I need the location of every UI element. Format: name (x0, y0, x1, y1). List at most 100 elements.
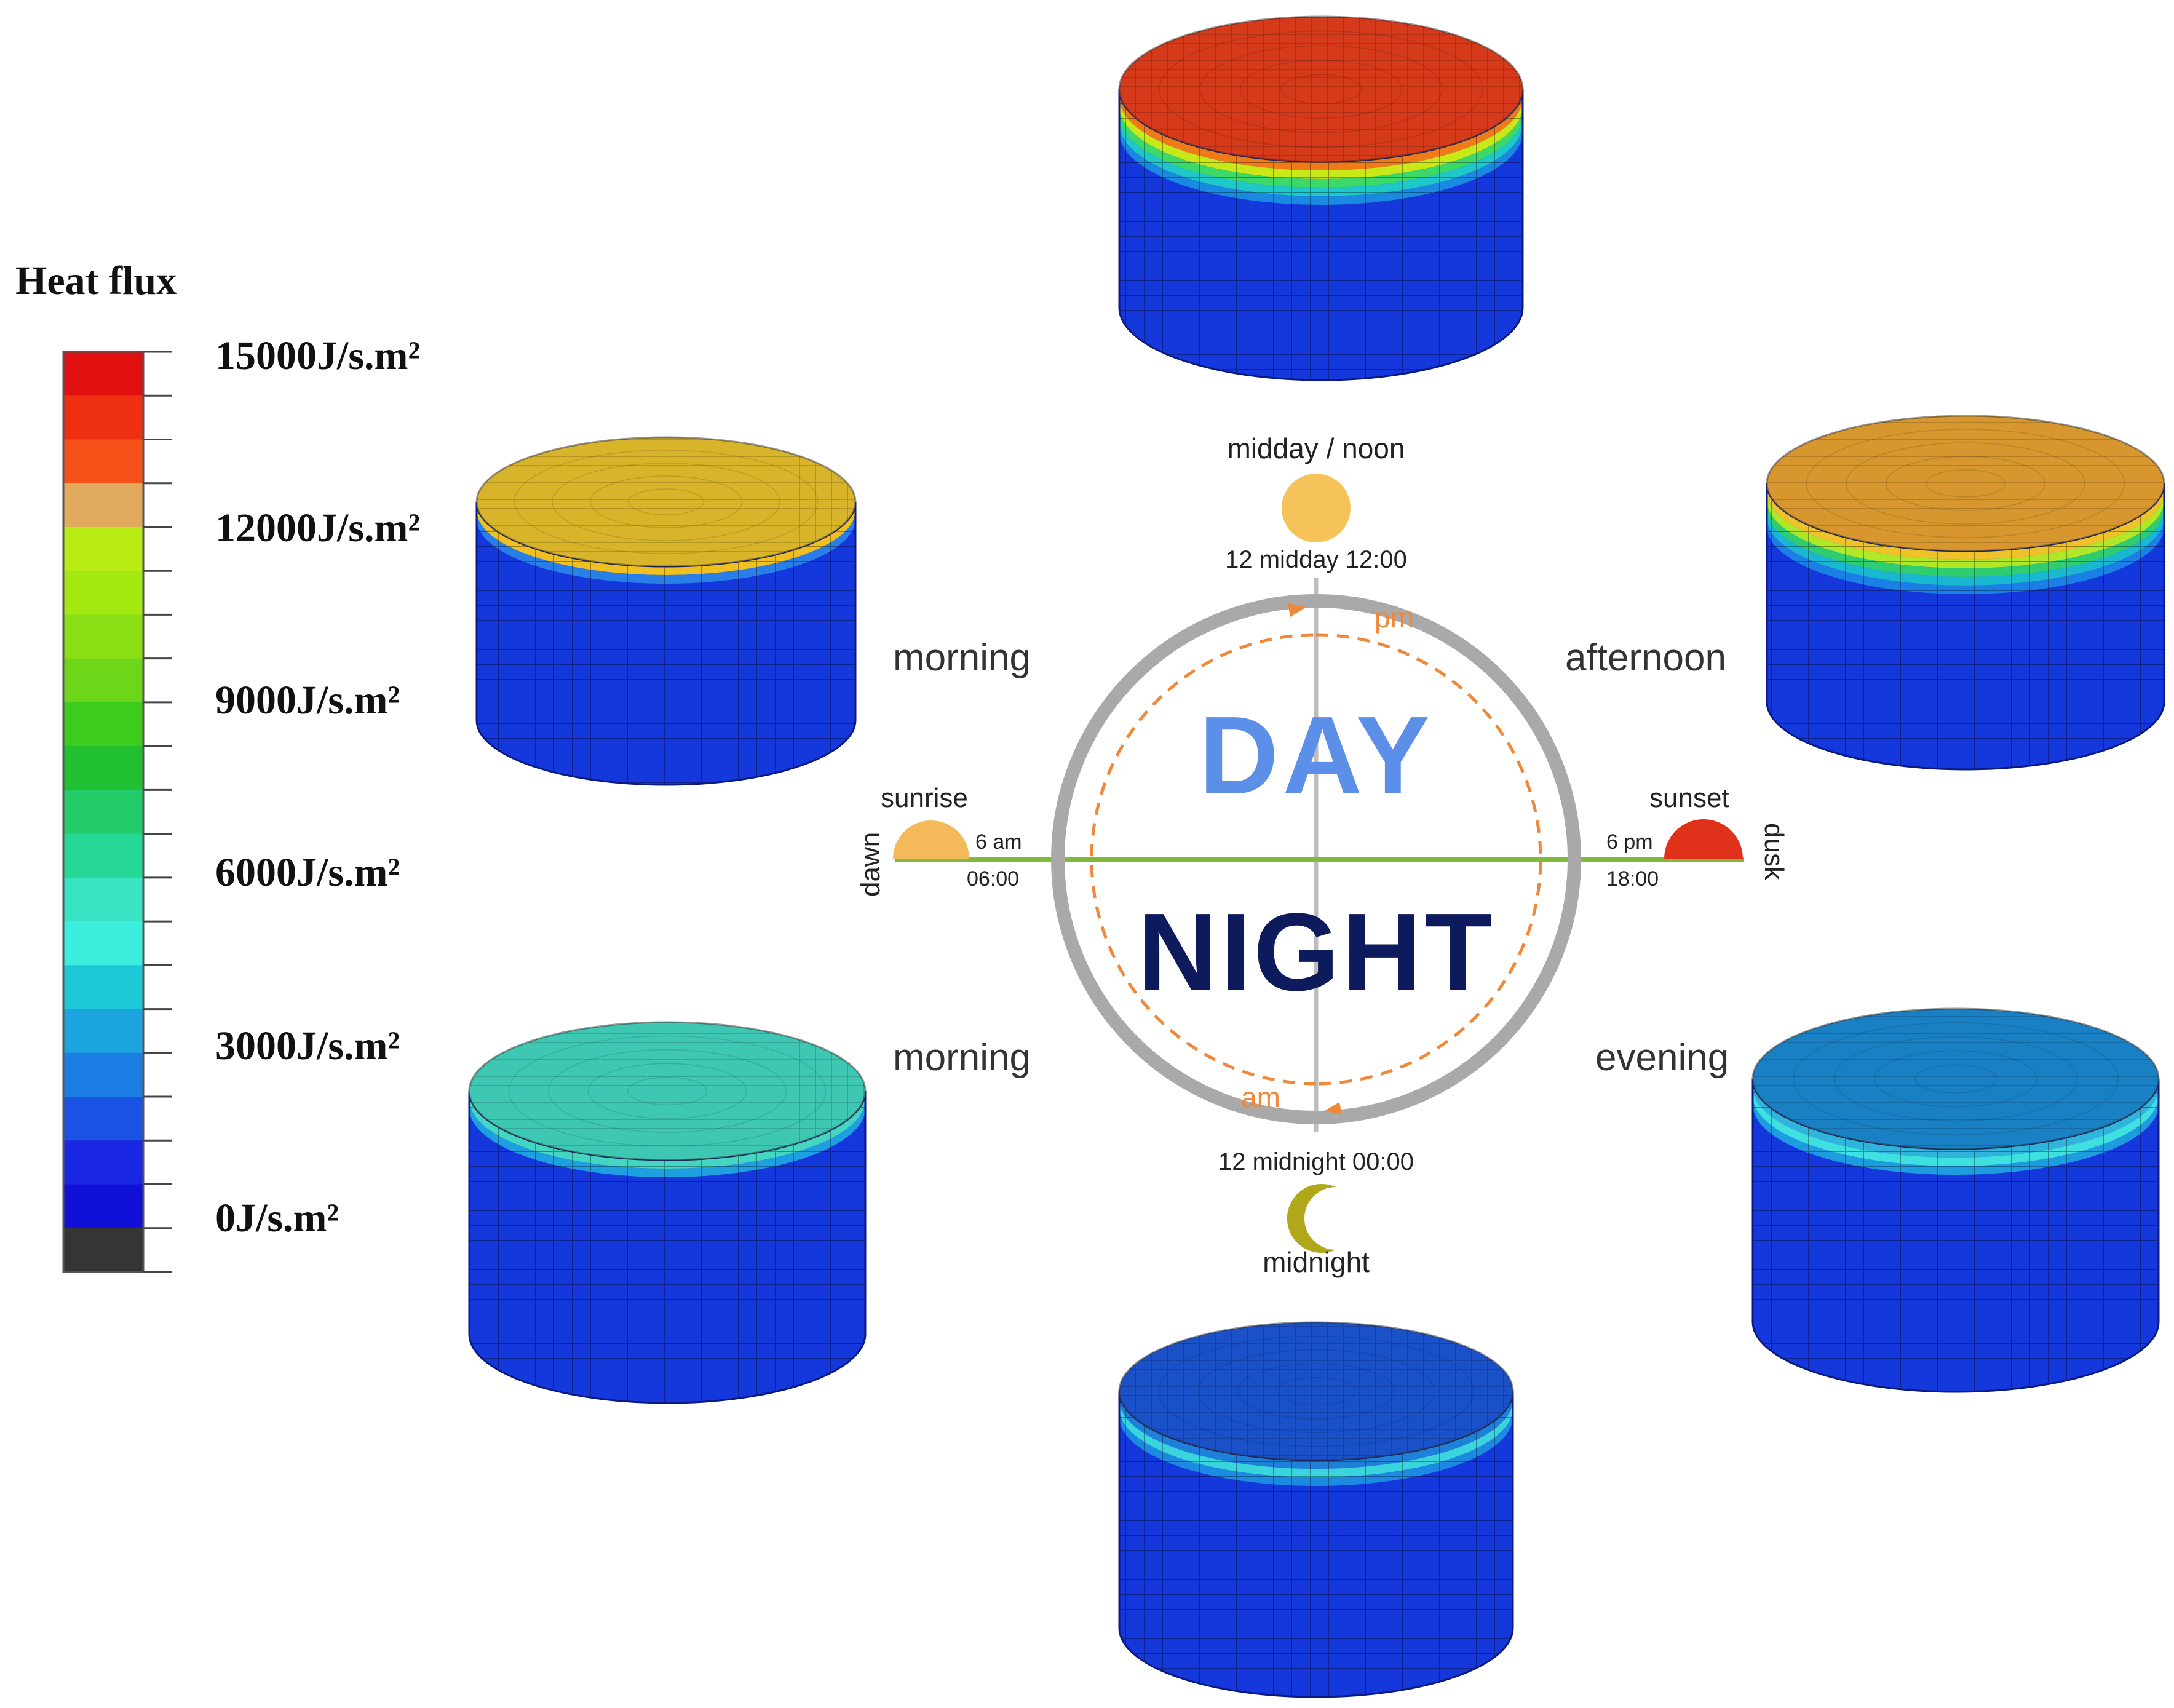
legend-swatch (63, 1228, 143, 1273)
cylinder-top-ring (1276, 1376, 1356, 1406)
cylinder-top-ring (514, 450, 819, 554)
cylinder-top-ring (1197, 1349, 1435, 1433)
midday-time-label: 12 midday 12:00 (1225, 546, 1407, 573)
cylinder-top-ring (590, 475, 742, 528)
cylinder-top-ring (508, 1035, 827, 1147)
legend-label-12000: 12000J/s.m² (215, 506, 420, 550)
day-night-clock: DAY NIGHT pm am midday / noon 12 midday … (855, 432, 1789, 1278)
cylinder-midnight (1118, 1321, 1514, 1698)
cylinder-noon (1118, 15, 1524, 381)
cylinder-top-edge (1118, 1321, 1514, 1461)
cylinder-top-edge (475, 436, 857, 568)
cylinder-mesh (1753, 1079, 2159, 1392)
legend-swatch (63, 352, 143, 396)
cylinder-mesh (469, 1091, 865, 1403)
legend-swatch (63, 702, 143, 747)
legend-color-bar (62, 351, 172, 1273)
cylinder-top-ring (627, 1076, 708, 1106)
legend-swatch (63, 877, 143, 922)
sunrise-label: sunrise (881, 783, 968, 813)
dusk-label: dusk (1759, 823, 1789, 881)
legend-title: Heat flux (15, 258, 177, 303)
crescent-moon-icon (1287, 1184, 1336, 1253)
cylinder-top-mesh (1767, 416, 2164, 551)
cylinder-top-ring (1806, 429, 2125, 538)
morning-day-label: morning (893, 637, 1031, 679)
cylinder-top-edge (1751, 1007, 2160, 1150)
six-am-label: 6 am (975, 830, 1022, 854)
midday-noon-label: midday / noon (1228, 432, 1405, 464)
cylinder-top-ring (1874, 1050, 2037, 1108)
legend-labels: 15000J/s.m² 12000J/s.m² 9000J/s.m² 6000J… (215, 333, 420, 1241)
cylinder-top-ring (1833, 1036, 2078, 1122)
am-arrow-head (1325, 1102, 1342, 1114)
cylinder-mesh (1767, 483, 2164, 769)
cylinder-top-ring (1793, 1022, 2119, 1135)
cylinder-mesh (1119, 89, 1523, 380)
cylinder-top-ring (1886, 456, 2045, 511)
cylinder-top-ring (1237, 1363, 1395, 1420)
cylinder-top-ring (548, 1049, 787, 1133)
dawn-label: dawn (855, 832, 886, 897)
cylinder-top-mesh (477, 437, 855, 566)
time-0600-label: 06:00 (967, 867, 1019, 891)
legend-swatch (63, 483, 143, 528)
pm-arrow-head (1288, 603, 1306, 617)
legend-swatch (63, 965, 143, 1010)
cylinder-top-edge (1118, 15, 1524, 163)
cylinder-top-ring (587, 1063, 747, 1119)
legend-swatch (63, 614, 143, 659)
cylinder-top-ring (552, 463, 780, 541)
sunset-sun-icon (1664, 819, 1743, 859)
cylinder-morning-day (475, 436, 857, 786)
legend-swatch (63, 746, 143, 790)
legend-swatch (63, 790, 143, 835)
cylinder-afternoon (1766, 415, 2165, 771)
legend-swatch (63, 1097, 143, 1141)
am-label: am (1241, 1081, 1280, 1113)
cylinder-mesh (1119, 1391, 1513, 1697)
night-label: NIGHT (1138, 891, 1494, 1014)
cylinder-top-ring (1199, 45, 1443, 133)
legend-swatch (63, 833, 143, 878)
cylinder-top-mesh (1119, 17, 1523, 162)
pm-arc (1315, 633, 1542, 1086)
cylinder-top-ring (1925, 469, 2006, 498)
cylinder-top-ring (1159, 30, 1483, 148)
cylinder-top-mesh (1753, 1009, 2159, 1149)
afternoon-label: afternoon (1565, 637, 1726, 679)
cylinder-top-ring (627, 488, 705, 515)
legend-label-6000: 6000J/s.m² (215, 850, 400, 895)
cylinder-top-ring (1280, 74, 1362, 105)
cylinder-morning-night (468, 1021, 867, 1404)
sunrise-sun-icon (893, 820, 969, 859)
legend-swatch (63, 1184, 143, 1229)
legend-swatch (63, 526, 143, 571)
time-1800-label: 18:00 (1606, 867, 1659, 891)
midnight-label: midnight (1263, 1246, 1370, 1278)
cylinder-top-ring (1846, 442, 2085, 525)
heat-flux-legend: Heat flux 15000J/s.m² 12000J/s.m² 9000J/… (15, 258, 420, 1273)
legend-swatch (63, 439, 143, 484)
cylinder-top-edge (1766, 415, 2165, 552)
morning-night-label: morning (893, 1036, 1031, 1079)
cylinder-top-ring (1914, 1064, 1997, 1094)
six-pm-label: 6 pm (1606, 830, 1653, 854)
cylinder-top-mesh (1119, 1322, 1513, 1460)
cylinder-mesh (477, 502, 855, 785)
cylinder-top-ring (1240, 60, 1402, 119)
am-arc (1090, 633, 1317, 1086)
cylinder-evening (1751, 1007, 2160, 1393)
cylinder-top-mesh (469, 1022, 865, 1160)
legend-label-15000: 15000J/s.m² (215, 333, 420, 378)
legend-swatch (63, 1009, 143, 1054)
legend-swatch (63, 1140, 143, 1185)
legend-swatch (63, 395, 143, 440)
legend-label-0: 0J/s.m² (215, 1196, 339, 1241)
day-label: DAY (1199, 694, 1434, 817)
cylinder-top-ring (1158, 1335, 1474, 1447)
legend-label-9000: 9000J/s.m² (215, 678, 400, 723)
midnight-time-label: 12 midnight 00:00 (1218, 1148, 1414, 1175)
legend-swatch (63, 658, 143, 703)
